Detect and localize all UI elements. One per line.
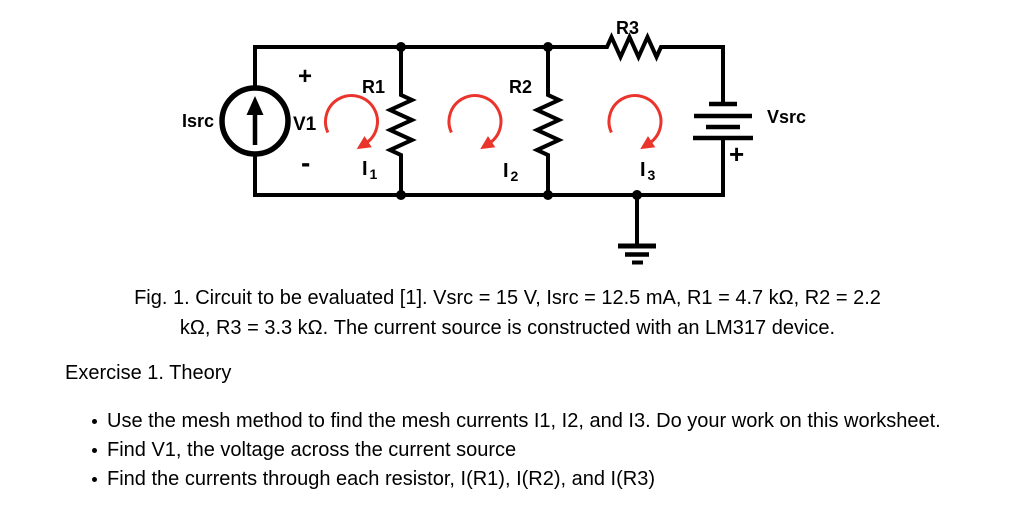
i3-label: I 3	[640, 159, 656, 183]
top-rail-wire	[253, 32, 725, 104]
node-dot	[396, 42, 406, 52]
vsrc-label: Vsrc	[767, 107, 806, 127]
list-item: Use the mesh method to find the mesh cur…	[92, 407, 952, 436]
v1-plus-sign: +	[298, 63, 312, 90]
exercise-heading: Exercise 1. Theory	[65, 362, 232, 384]
battery-vsrc	[693, 101, 753, 141]
resistor-r1	[385, 47, 417, 195]
mesh-current-arrow-i1	[324, 94, 379, 150]
bullet-dot-icon	[92, 419, 97, 424]
r1-label: R1	[362, 77, 385, 97]
i1-label: I 1	[362, 158, 378, 182]
bullet-text: Find V1, the voltage across the current …	[107, 439, 517, 461]
svg-text:3: 3	[648, 167, 656, 183]
svg-text:I: I	[640, 159, 646, 181]
bullet-dot-icon	[92, 477, 97, 482]
i2-label: I 2	[503, 160, 519, 184]
bottom-rail-wire	[253, 138, 725, 197]
exercise-bullet-list: Use the mesh method to find the mesh cur…	[92, 407, 952, 494]
node-dot	[632, 190, 642, 200]
v1-label: V1	[293, 114, 317, 135]
r3-label: R3	[616, 18, 639, 38]
svg-text:I: I	[503, 160, 509, 182]
isrc-label: Isrc	[182, 111, 214, 131]
vsrc-plus-sign: +	[729, 139, 744, 169]
circuit-diagram: Isrc V1 + - R1 R2 R3 Vsrc + I 1 I 2 I 3	[182, 18, 806, 265]
mesh-current-arrow-i3	[607, 94, 663, 150]
ground-icon	[618, 195, 656, 265]
svg-text:I: I	[362, 158, 368, 180]
list-item: Find the currents through each resistor,…	[92, 465, 952, 494]
node-dot	[543, 42, 553, 52]
figure-caption: Fig. 1. Circuit to be evaluated [1]. Vsr…	[55, 283, 960, 343]
svg-text:2: 2	[511, 168, 519, 184]
r2-label: R2	[509, 77, 532, 97]
resistor-r2	[532, 47, 564, 195]
figure-caption-line2: kΩ, R3 = 3.3 kΩ. The current source is c…	[179, 317, 836, 339]
node-dot	[396, 190, 406, 200]
v1-minus-sign: -	[301, 147, 310, 178]
list-item: Find V1, the voltage across the current …	[92, 436, 952, 465]
node-dot	[543, 190, 553, 200]
bullet-text: Find the currents through each resistor,…	[107, 468, 655, 490]
mesh-current-arrow-i2	[447, 94, 503, 150]
bullet-dot-icon	[92, 448, 97, 453]
figure-caption-line1: Fig. 1. Circuit to be evaluated [1]. Vsr…	[134, 287, 881, 309]
svg-text:1: 1	[370, 166, 378, 182]
bullet-text: Use the mesh method to find the mesh cur…	[107, 410, 941, 432]
current-source-arrowhead-icon	[246, 96, 264, 115]
current-source	[219, 85, 291, 157]
